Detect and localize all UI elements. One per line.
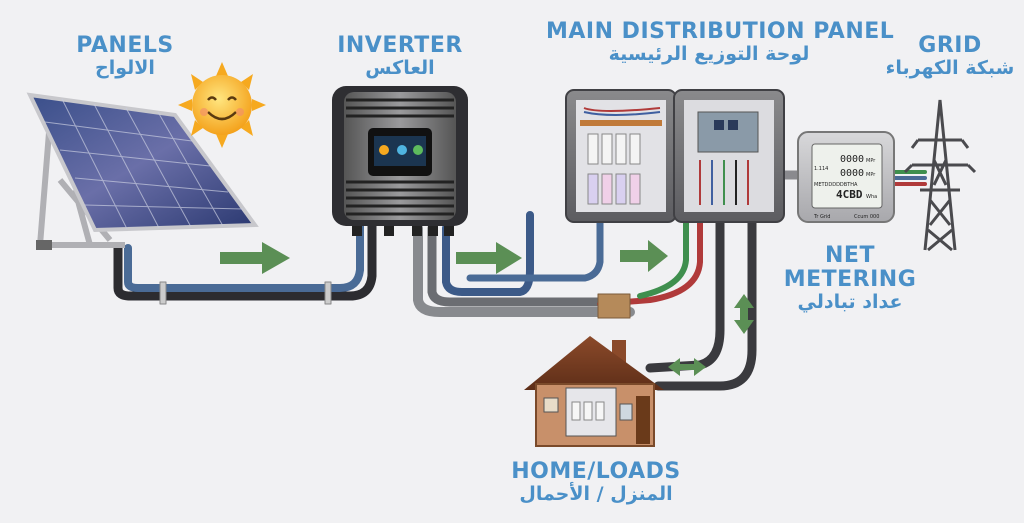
- meter-id: METDDDDDBTHA: [814, 182, 858, 188]
- net-metering-label-en2: METERING: [783, 267, 917, 293]
- power-tower-icon: [903, 99, 977, 252]
- main-panel-label-ar: لوحة التوزيع الرئيسية: [608, 43, 810, 66]
- inverter-icon: [332, 86, 468, 236]
- meter-unit3: Wha: [866, 194, 877, 200]
- meter-footer-right: Ccum 000: [854, 214, 879, 220]
- bidirectional-arrow-icon: [668, 358, 706, 376]
- distribution-panel-icon: [565, 89, 785, 223]
- net-metering-label: NET METERING عداد تبادلي: [780, 243, 920, 314]
- meter-unit2: MPr: [866, 172, 876, 178]
- meter-reading: 4CBD: [836, 188, 863, 201]
- meter-footer-left: Tr Grid: [813, 214, 830, 220]
- meter-unit1: MPr: [866, 158, 876, 164]
- net-meter-icon: 0000 MPr 1.114 0000 MPr METDDDDDBTHA 4CB…: [797, 131, 895, 223]
- bidirectional-arrow-icon: [734, 294, 754, 334]
- panels-label-ar: الالواح: [95, 57, 155, 80]
- main-panel-label-en: MAIN DISTRIBUTION PANEL: [546, 19, 895, 44]
- inverter-label-ar: العاكس: [365, 57, 435, 80]
- solar-panel-icon: [26, 92, 259, 250]
- cables: [113, 170, 927, 391]
- house-icon: [524, 336, 664, 447]
- sun-icon: [178, 62, 266, 148]
- grid-label-ar: شبكة الكهرباء: [885, 57, 1015, 80]
- meter-line1: 0000: [840, 154, 864, 165]
- flow-arrow-icon: [620, 240, 668, 272]
- home-label: HOME/LOADS المنزل / الأحمال: [496, 459, 696, 506]
- inverter-label-en: INVERTER: [337, 33, 463, 58]
- home-label-ar: المنزل / الأحمال: [519, 483, 673, 506]
- net-metering-label-ar: عداد تبادلي: [797, 291, 903, 314]
- net-metering-label-en1: NET: [825, 243, 875, 268]
- panels-label: PANELS الالواح: [70, 33, 180, 80]
- meter-line2: 0000: [840, 168, 864, 179]
- panels-label-en: PANELS: [76, 33, 174, 58]
- grid-label-en: GRID: [918, 33, 982, 58]
- flow-arrow-icon: [456, 242, 522, 274]
- home-label-en: HOME/LOADS: [511, 459, 681, 484]
- meter-left-small: 1.114: [814, 166, 828, 172]
- grid-label: GRID شبكة الكهرباء: [880, 33, 1020, 80]
- flow-arrow-icon: [220, 242, 290, 274]
- inverter-label: INVERTER العاكس: [332, 33, 468, 80]
- main-panel-label: MAIN DISTRIBUTION PANEL لوحة التوزيع الر…: [546, 19, 895, 66]
